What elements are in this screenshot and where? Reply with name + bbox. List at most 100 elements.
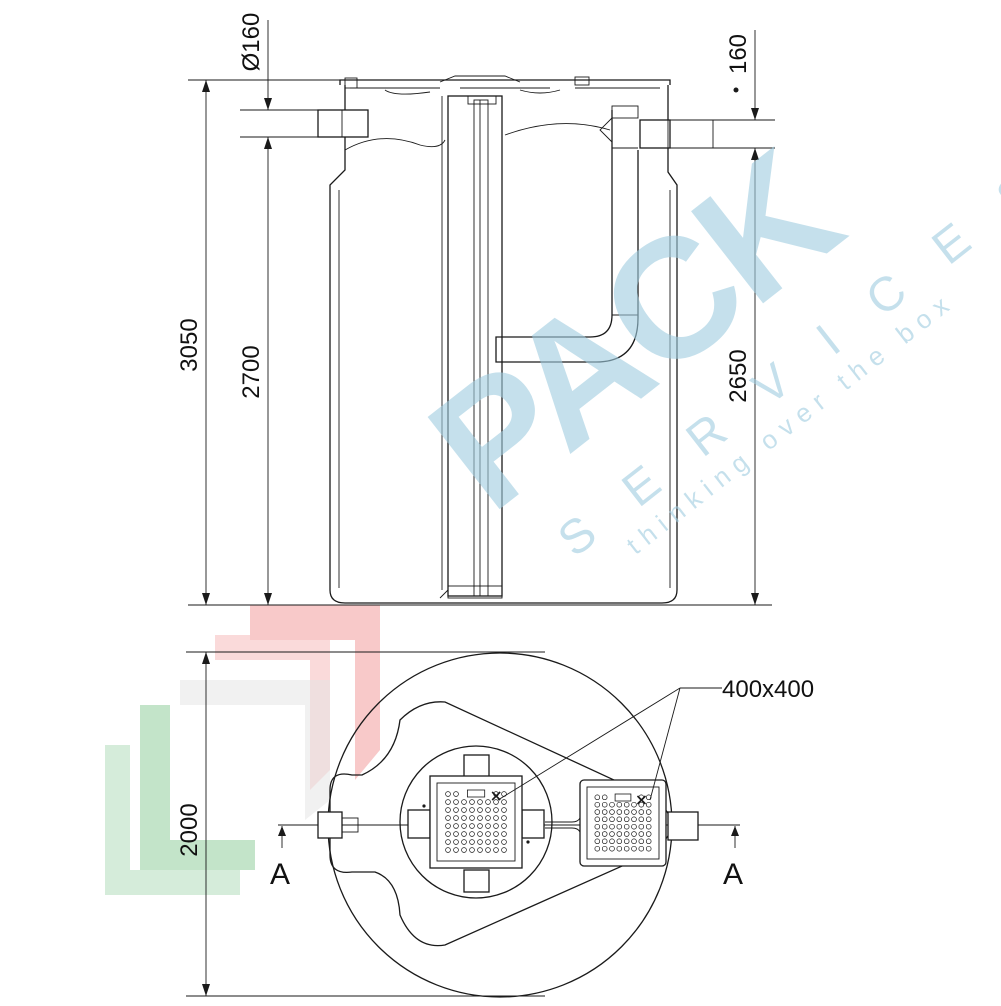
outlet-pipe <box>639 119 671 149</box>
watermark-logo-green <box>105 705 255 895</box>
grate-cross-mark <box>636 795 647 805</box>
dim-outlet-height: 2650 <box>725 349 752 402</box>
grate-hole <box>477 799 483 805</box>
grate-hole <box>493 823 499 829</box>
outlet-elbow <box>495 110 639 363</box>
section-mark-right: A <box>723 858 743 891</box>
grate-hole <box>461 839 467 845</box>
grate-hole <box>485 831 491 837</box>
grate-hole <box>445 807 451 813</box>
dim-total-height: 3050 <box>176 318 203 371</box>
grate-hole <box>485 823 491 829</box>
grate-hole <box>477 807 483 813</box>
grate-hole <box>469 807 475 813</box>
grate-hole <box>609 801 615 808</box>
grate-hole <box>469 831 475 837</box>
grate-hole <box>623 838 630 845</box>
manhole-grate-left <box>445 789 507 853</box>
grate-hole <box>616 816 623 823</box>
grate-hole <box>609 809 615 815</box>
grate-hole <box>445 839 451 845</box>
grate-hole <box>645 823 652 830</box>
grate-hole <box>461 807 467 813</box>
grate-hole <box>601 801 608 808</box>
grate-hole <box>493 839 499 845</box>
grate-hole <box>631 838 637 845</box>
grate-hole <box>631 845 637 852</box>
grate-hole <box>645 838 652 845</box>
grate-hole <box>461 847 467 853</box>
grate-hole <box>469 815 475 821</box>
grate-hole <box>616 838 623 845</box>
grate-hole <box>485 815 491 821</box>
grate-hole <box>631 831 637 837</box>
grate-lock-slot <box>614 793 632 802</box>
grate-hole <box>453 815 459 821</box>
grate-cross-mark <box>491 791 501 801</box>
grate-hole <box>493 815 499 821</box>
grate-hole <box>623 845 630 852</box>
manhole-frame-left <box>429 775 523 869</box>
grate-hole <box>645 816 652 823</box>
tank-body-outline <box>329 85 678 604</box>
grate-hole <box>609 823 615 830</box>
grate-hole <box>594 816 601 823</box>
grate-hole <box>501 839 507 845</box>
grate-hole <box>477 823 483 829</box>
grate-hole <box>453 847 459 853</box>
plan-inlet-pipe <box>317 811 343 839</box>
grate-hole <box>609 831 615 837</box>
grate-hole <box>469 823 475 829</box>
grate-hole <box>616 845 623 852</box>
grate-hole <box>493 847 499 853</box>
grate-hole <box>638 831 645 837</box>
grate-hole <box>623 831 630 837</box>
grate-hole <box>445 847 451 853</box>
dim-inlet-diameter: Ø160 <box>238 13 265 72</box>
grate-hole <box>477 831 483 837</box>
grate-hole <box>638 838 645 845</box>
grate-hole <box>461 823 467 829</box>
grate-hole <box>501 799 507 805</box>
grate-hole <box>501 823 507 829</box>
grate-hole <box>594 809 601 815</box>
grate-hole <box>469 847 475 853</box>
dim-outlet: 160 <box>725 34 752 74</box>
grate-hole <box>485 799 491 805</box>
grate-hole <box>485 807 491 813</box>
plan-outlet-pipe <box>667 811 699 841</box>
grate-hole <box>485 839 491 845</box>
grate-hole <box>453 831 459 837</box>
dim-diameter: 2000 <box>176 803 203 856</box>
grate-hole <box>493 831 499 837</box>
grate-hole <box>594 831 601 837</box>
grate-hole <box>638 845 645 852</box>
grate-hole <box>623 816 630 823</box>
dim-inlet-height: 2700 <box>238 345 265 398</box>
grate-hole <box>477 847 483 853</box>
grate-hole <box>601 831 608 837</box>
watermark-logo-grey <box>180 680 330 820</box>
grate-hole <box>616 831 623 837</box>
inlet-pipe <box>317 109 369 138</box>
grate-hole <box>501 815 507 821</box>
grate-hole <box>631 823 637 830</box>
grate-hole <box>616 801 623 808</box>
grate-hole <box>594 801 601 808</box>
grate-hole <box>609 845 615 852</box>
grate-hole <box>594 838 601 845</box>
leader-line-left <box>497 687 681 801</box>
section-mark-left: A <box>270 858 290 891</box>
grate-hole <box>445 815 451 821</box>
grate-hole <box>638 816 645 823</box>
grate-hole <box>461 815 467 821</box>
grate-hole <box>493 807 499 813</box>
grate-hole <box>453 807 459 813</box>
grate-hole <box>645 801 652 808</box>
watermark-logo-blue: PACK S E R V I C E S thinking over the b… <box>396 115 1001 568</box>
grate-hole <box>453 799 459 805</box>
grate-hole <box>594 823 601 830</box>
grate-hole <box>501 831 507 837</box>
